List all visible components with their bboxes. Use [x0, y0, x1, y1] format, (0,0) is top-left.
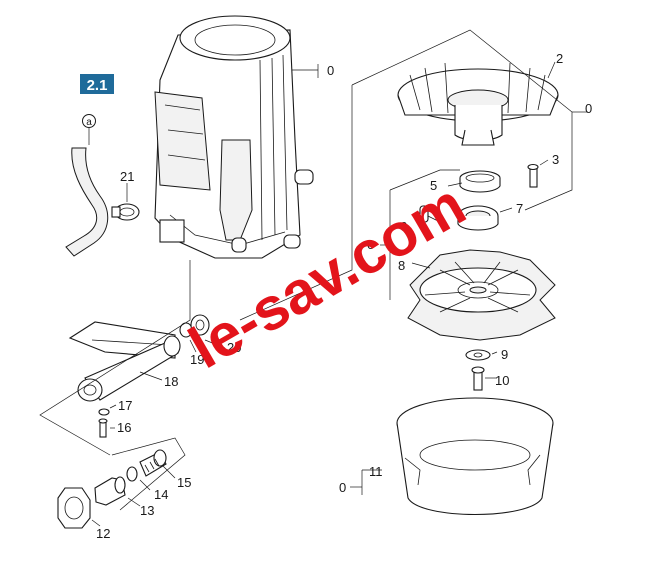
locking-ring [459, 170, 501, 193]
label-cover-group: 0 [339, 480, 346, 495]
label-oring-14: 14 [154, 487, 168, 502]
threaded-nipple [139, 449, 167, 477]
washer-small [98, 408, 110, 416]
hose-nipple [94, 476, 126, 506]
label-screw-10: 10 [495, 373, 509, 388]
label-ring-20: 20 [227, 340, 241, 355]
pump-housing [154, 15, 314, 259]
label-tube-18: 18 [164, 374, 178, 389]
label-oring-19: 19 [190, 352, 204, 367]
label-group-left: 0 [367, 237, 374, 252]
label-housing-group: 0 [327, 63, 334, 78]
label-fan-cover: 2 [556, 51, 563, 66]
label-bearing-7: 7 [516, 201, 523, 216]
label-nut-12: 12 [96, 526, 110, 541]
reference-badge: 2.1 [80, 74, 114, 94]
label-ring-5: 5 [430, 178, 437, 193]
bearing [457, 205, 499, 231]
ring [190, 314, 210, 336]
union-nut [57, 487, 91, 529]
label-screw-3: 3 [552, 152, 559, 167]
reference-badge-box [80, 74, 114, 94]
hose [65, 147, 109, 257]
label-clamp-21: 21 [120, 169, 134, 184]
label-fan-group: 0 [585, 101, 592, 116]
callout-a-text: a [86, 117, 92, 128]
fan-washer [465, 349, 491, 361]
fan-cover-screw [527, 163, 539, 188]
label-nipple-15: 15 [177, 475, 191, 490]
label-nipple-13: 13 [140, 503, 154, 518]
label-screw-16: 16 [117, 420, 131, 435]
callout-a: a [82, 114, 96, 145]
fan-housing-cover [396, 397, 554, 515]
screw-small [98, 418, 108, 438]
fan-screw [471, 366, 485, 391]
label-washer-9: 9 [501, 347, 508, 362]
label-key-6: 6 [400, 219, 407, 234]
hose-clamp [111, 203, 140, 221]
label-washer-17: 17 [118, 398, 132, 413]
fan-cover [397, 62, 559, 146]
label-cover-11: 11 [369, 464, 383, 479]
o-ring-nipple [126, 466, 138, 482]
key [419, 205, 429, 223]
fan-wheel [407, 249, 556, 341]
reference-badge-text: 2.1 [87, 77, 108, 94]
label-fan-8: 8 [398, 258, 405, 273]
discharge-tube [68, 321, 181, 402]
